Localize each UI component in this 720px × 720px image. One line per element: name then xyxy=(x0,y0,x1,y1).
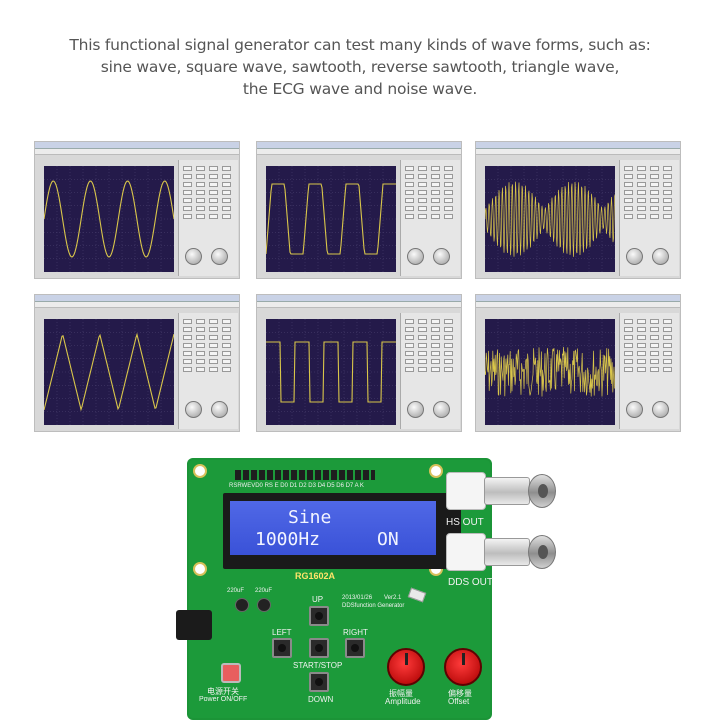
window-titlebar xyxy=(476,142,680,149)
scope-display xyxy=(266,319,396,425)
oscilloscope-screenshot xyxy=(475,141,681,279)
scope-display xyxy=(266,166,396,272)
scope-display xyxy=(44,319,174,425)
waveform-trace xyxy=(266,341,396,403)
oscilloscope-screenshot xyxy=(256,294,462,432)
scope-display xyxy=(485,166,615,272)
oscilloscope-screenshot xyxy=(256,141,462,279)
up-label: UP xyxy=(312,595,324,604)
window-titlebar xyxy=(257,295,461,302)
board-version: Ver2.1 xyxy=(384,595,402,601)
waveform-trace xyxy=(266,183,396,255)
power-label-cn: 电源开关 xyxy=(207,687,239,696)
capacitor xyxy=(235,598,249,612)
right-label: RIGHT xyxy=(343,628,368,637)
amplitude-knob[interactable] xyxy=(387,648,425,686)
right-button[interactable] xyxy=(345,638,365,658)
scope-display xyxy=(44,166,174,272)
dc-power-jack xyxy=(176,610,212,640)
caption: This functional signal generator can tes… xyxy=(0,34,720,100)
lcd-model-label: RG1602A xyxy=(295,571,336,581)
window-titlebar xyxy=(257,142,461,149)
waveform-trace xyxy=(485,346,615,397)
waveform-trace xyxy=(44,332,174,412)
pin-header xyxy=(235,470,375,480)
scope-control-panel xyxy=(619,160,679,276)
down-button[interactable] xyxy=(309,672,329,692)
window-menubar xyxy=(35,302,239,308)
power-button[interactable] xyxy=(221,663,241,683)
hs-out-bnc-connector[interactable] xyxy=(446,469,558,513)
mount-hole xyxy=(193,562,207,576)
oscilloscope-screenshot xyxy=(34,141,240,279)
pcb: RSRWEVD0 RS E D0 D1 D2 D3 D4 D5 D6 D7 A … xyxy=(187,458,492,720)
window-titlebar xyxy=(35,295,239,302)
scope-control-panel xyxy=(178,160,238,276)
waveform-trace xyxy=(44,180,174,258)
lcd-output-state: ON xyxy=(377,529,399,550)
scope-display xyxy=(485,319,615,425)
lcd-display: Sine 1000Hz ON xyxy=(230,501,436,555)
caption-line-1: This functional signal generator can tes… xyxy=(69,36,651,54)
lcd-frequency: 1000Hz xyxy=(255,529,321,550)
hs-out-label: HS OUT xyxy=(446,517,484,528)
scope-control-panel xyxy=(619,313,679,429)
pin-labels: RSRWEVD0 RS E D0 D1 D2 D3 D4 D5 D6 D7 A … xyxy=(229,483,364,489)
chip xyxy=(407,587,427,603)
offset-label-cn: 偏移量 xyxy=(448,689,472,698)
window-menubar xyxy=(257,149,461,155)
oscilloscope-screenshot xyxy=(34,294,240,432)
window-titlebar xyxy=(35,142,239,149)
up-button[interactable] xyxy=(309,606,329,626)
board-name: DDSfunction Generator xyxy=(342,603,405,609)
window-menubar xyxy=(257,302,461,308)
window-menubar xyxy=(476,149,680,155)
center-button[interactable] xyxy=(309,638,329,658)
scope-control-panel xyxy=(400,313,460,429)
capacitor xyxy=(257,598,271,612)
lcd-wave-name: Sine xyxy=(288,507,332,528)
caption-line-3: the ECG wave and noise wave. xyxy=(242,80,478,98)
offset-label-en: Offset xyxy=(448,697,470,706)
caption-line-2: sine wave, square wave, sawtooth, revers… xyxy=(100,58,620,76)
board-date: 2013/01/26 xyxy=(342,595,373,601)
window-menubar xyxy=(476,302,680,308)
dds-out-bnc-connector[interactable] xyxy=(446,530,558,574)
waveform-trace xyxy=(485,181,615,257)
start-stop-label: START/STOP xyxy=(293,661,343,670)
capacitor-label: 220uF xyxy=(255,588,273,594)
oscilloscope-screenshot xyxy=(475,294,681,432)
window-titlebar xyxy=(476,295,680,302)
amplitude-label-cn: 振幅量 xyxy=(389,689,413,698)
mount-hole xyxy=(193,464,207,478)
dds-out-label: DDS OUT xyxy=(448,577,493,588)
mount-hole xyxy=(429,464,443,478)
down-label: DOWN xyxy=(308,695,334,704)
left-label: LEFT xyxy=(272,628,292,637)
left-button[interactable] xyxy=(272,638,292,658)
offset-knob[interactable] xyxy=(444,648,482,686)
capacitor-label: 220uF xyxy=(227,588,245,594)
power-label-en: Power ON/OFF xyxy=(199,696,248,703)
scope-control-panel xyxy=(400,160,460,276)
window-menubar xyxy=(35,149,239,155)
scope-control-panel xyxy=(178,313,238,429)
signal-generator-board: RSRWEVD0 RS E D0 D1 D2 D3 D4 D5 D6 D7 A … xyxy=(170,455,560,720)
amplitude-label-en: Amplitude xyxy=(385,697,421,706)
